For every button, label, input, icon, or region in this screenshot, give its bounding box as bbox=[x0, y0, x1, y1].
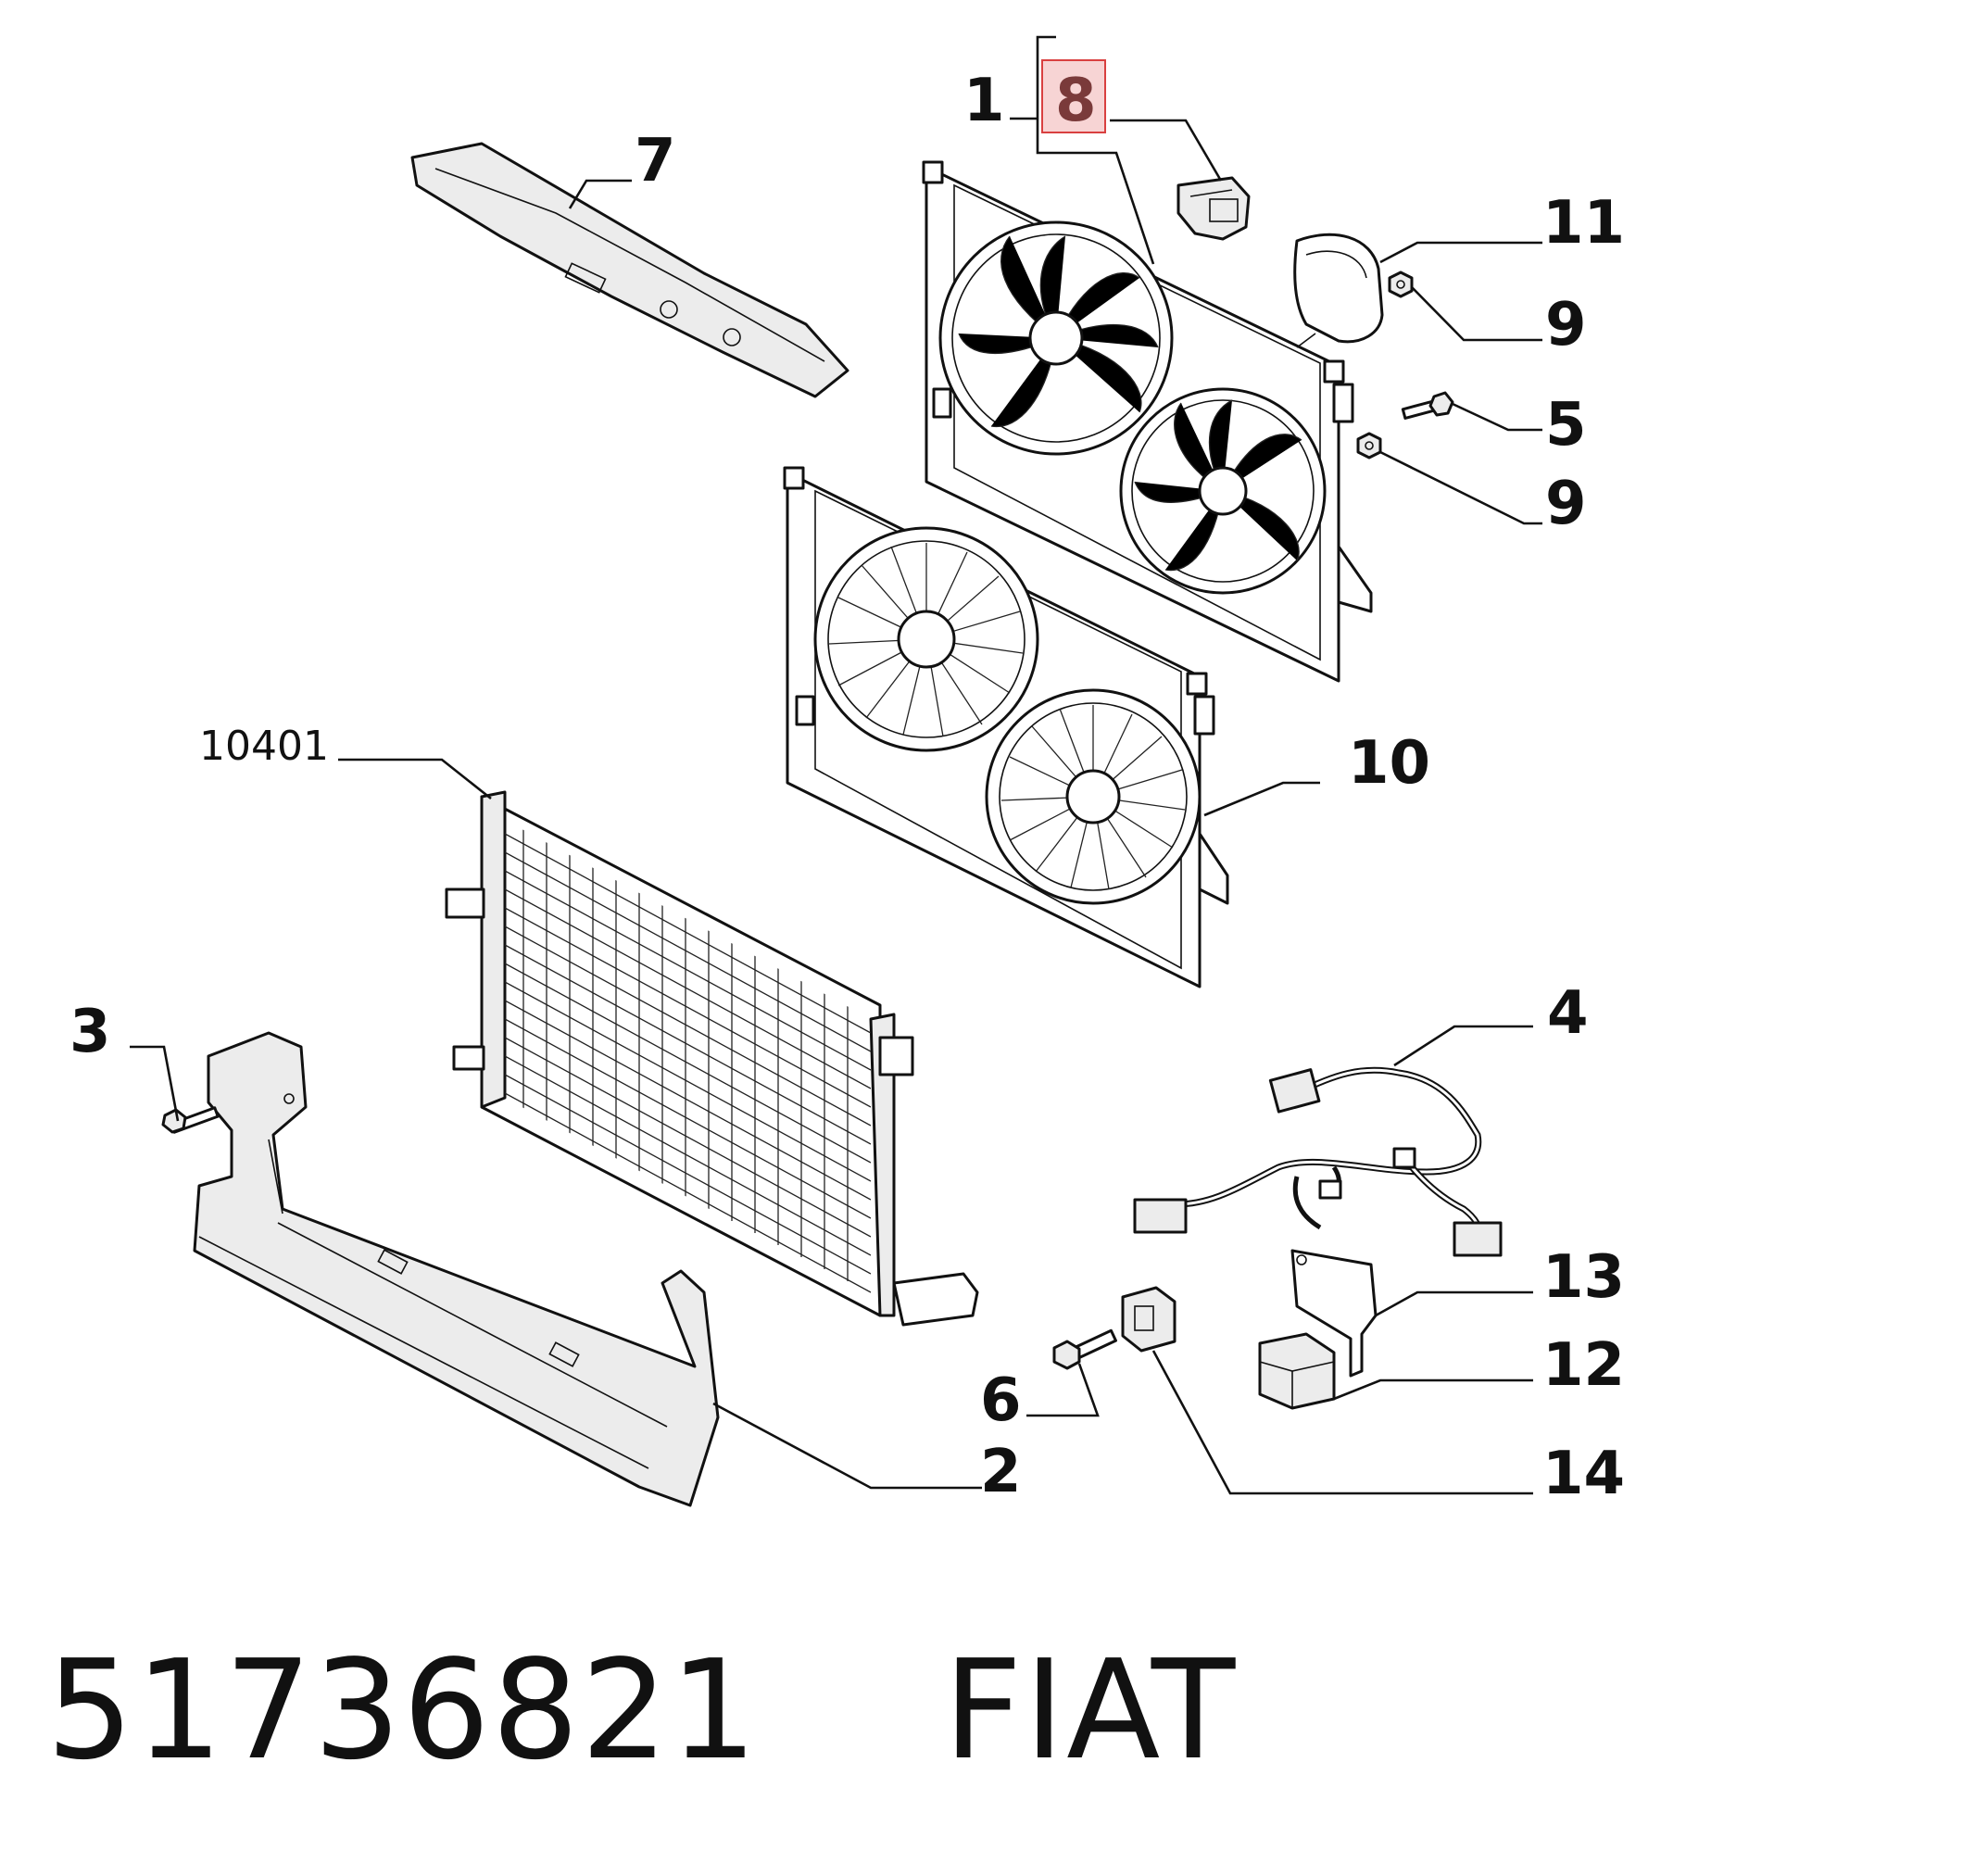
bolt-6 bbox=[1052, 1328, 1117, 1370]
callout-11[interactable]: 11 bbox=[1542, 189, 1625, 258]
wiring-harness bbox=[1133, 1066, 1503, 1257]
bolt-5 bbox=[1401, 391, 1454, 420]
relay-bracket bbox=[1290, 1249, 1378, 1378]
callout-9-upper[interactable]: 9 bbox=[1545, 291, 1587, 359]
part-number: 51736821 bbox=[46, 1630, 760, 1790]
nut-upper bbox=[1388, 271, 1414, 298]
upper-cross-member bbox=[410, 142, 849, 398]
callout-8[interactable]: 8 bbox=[1055, 67, 1097, 135]
callout-7[interactable]: 7 bbox=[635, 127, 676, 195]
fan-resistor-connector bbox=[1176, 176, 1251, 241]
callout-12[interactable]: 12 bbox=[1542, 1331, 1625, 1400]
callout-4[interactable]: 4 bbox=[1547, 979, 1589, 1048]
callout-5[interactable]: 5 bbox=[1545, 391, 1587, 459]
fan-shroud-front bbox=[783, 466, 1229, 988]
brand-name: FIAT bbox=[943, 1630, 1238, 1790]
bolt-3 bbox=[161, 1106, 220, 1134]
fan-shroud-assembly-rear bbox=[922, 160, 1373, 683]
relay-clip bbox=[1121, 1286, 1176, 1353]
relay bbox=[1258, 1332, 1336, 1410]
parts-diagram: 1 8 7 11 9 5 9 10 10401 3 4 13 12 6 2 14 bbox=[69, 35, 1625, 1508]
callout-3[interactable]: 3 bbox=[69, 998, 111, 1066]
lower-air-deflector bbox=[193, 1031, 720, 1507]
callout-9-lower[interactable]: 9 bbox=[1545, 470, 1587, 538]
radiator bbox=[445, 790, 979, 1327]
callout-10[interactable]: 10 bbox=[1348, 729, 1430, 798]
callout-6[interactable]: 6 bbox=[980, 1366, 1022, 1435]
callout-10401[interactable]: 10401 bbox=[199, 723, 329, 770]
callout-1[interactable]: 1 bbox=[963, 67, 1005, 135]
fan-motor-cover bbox=[1293, 233, 1384, 348]
callout-14[interactable]: 14 bbox=[1542, 1440, 1625, 1508]
nut-lower bbox=[1356, 432, 1382, 459]
callout-8-highlight bbox=[1041, 59, 1106, 133]
callout-13[interactable]: 13 bbox=[1542, 1243, 1625, 1312]
part-caption: 51736821 FIAT bbox=[46, 1630, 1237, 1790]
callout-2[interactable]: 2 bbox=[980, 1438, 1022, 1506]
leader-lines bbox=[130, 35, 1542, 1495]
